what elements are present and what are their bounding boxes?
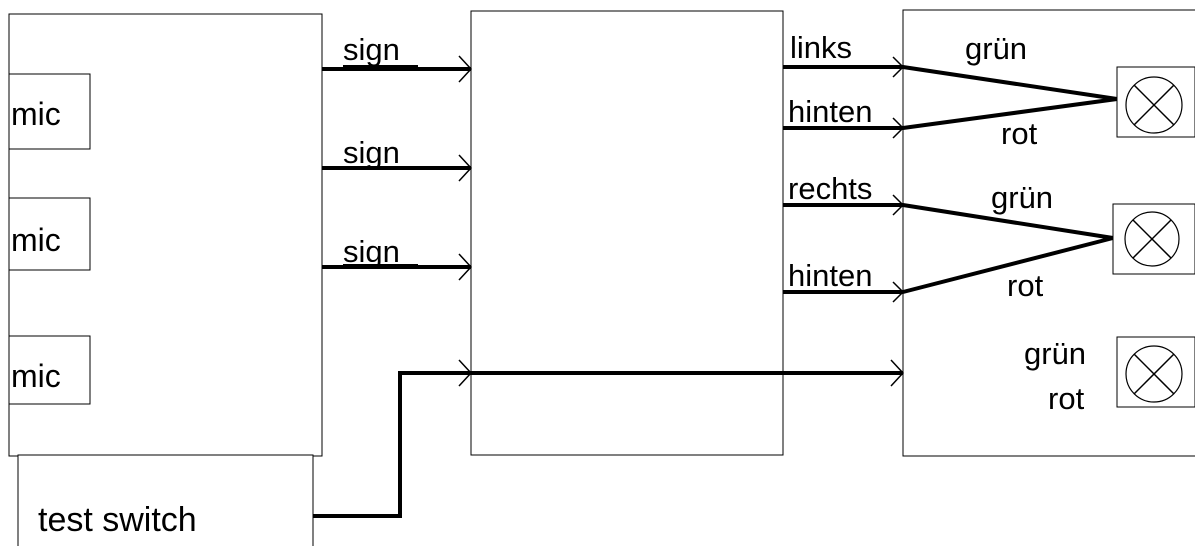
lamp1-cross-b (1133, 84, 1175, 126)
lamp1-red-wire (902, 97, 1118, 130)
output-label-hinten-2: hinten (788, 258, 872, 293)
mic-box-1 (8, 73, 91, 150)
lamp1-green-label: grün (965, 31, 1027, 66)
lamp2-green-label: grün (991, 180, 1053, 215)
signal-arrowhead-2 (458, 154, 473, 182)
signal-label-3: sign (343, 234, 400, 269)
test-switch-label: test switch (38, 501, 197, 539)
lamp2-cross-b (1132, 219, 1172, 259)
lamp3-cross-b (1133, 353, 1175, 395)
lamp1-green-wire (902, 65, 1118, 101)
lamp1-red-label: rot (1001, 116, 1038, 151)
signal-label-1: sign (343, 32, 400, 67)
processing-block (470, 10, 784, 456)
mic-box-3 (8, 335, 91, 405)
signal-arrowhead-3 (458, 253, 473, 281)
output-label-links: links (790, 30, 852, 65)
test-switch-box (17, 454, 314, 546)
lamp3-red-label: rot (1048, 381, 1085, 416)
mic-label-2: mic (11, 222, 61, 258)
output-label-hinten-1: hinten (788, 94, 872, 129)
test-switch-wire (313, 371, 903, 518)
output-label-rechts: rechts (788, 171, 872, 206)
mic-box-2 (8, 197, 91, 271)
lamp2-red-wire (902, 236, 1114, 294)
test-switch-arrowhead-2 (890, 359, 905, 387)
test-switch-arrowhead-1 (458, 359, 473, 387)
signal-label-2: sign (343, 135, 400, 170)
mic-label-3: mic (11, 358, 61, 394)
lamp2-red-label: rot (1007, 268, 1044, 303)
signal-arrowhead-1 (458, 55, 473, 83)
mic-label-1: mic (11, 96, 61, 132)
lamp3-green-label: grün (1024, 336, 1086, 371)
lamp2-green-wire (902, 203, 1114, 240)
